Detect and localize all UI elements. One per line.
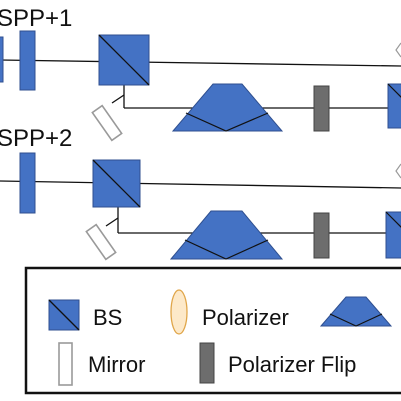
legend: BS Polarizer Mirror Polarizer Flip bbox=[24, 266, 401, 395]
cut-off-mirror bbox=[395, 42, 401, 58]
cut-off-beam-splitter bbox=[385, 211, 401, 259]
legend-bs-icon bbox=[48, 299, 80, 331]
polarizer-flip-icon bbox=[313, 212, 330, 259]
spp-plate bbox=[19, 152, 36, 214]
cut-off-mirror bbox=[395, 163, 401, 179]
beam-line bbox=[111, 94, 125, 104]
row-label-spp2: SPP+2 bbox=[0, 125, 72, 152]
beam-splitter-icon bbox=[92, 159, 141, 208]
legend-label-polarizer-flip: Polarizer Flip bbox=[228, 352, 356, 377]
legend-prism-icon bbox=[319, 296, 393, 327]
beam-line bbox=[0, 180, 401, 189]
cut-off-beam-splitter bbox=[387, 83, 401, 129]
mirror-icon bbox=[85, 223, 117, 261]
beam-line bbox=[105, 217, 119, 227]
legend-label-bs: BS bbox=[93, 305, 122, 330]
spp-plate bbox=[19, 30, 36, 91]
mirror-icon bbox=[91, 104, 123, 142]
legend-label-polarizer: Polarizer bbox=[202, 305, 289, 330]
prism-icon bbox=[171, 83, 284, 132]
prism-icon bbox=[169, 210, 284, 260]
legend-mirror-icon bbox=[58, 342, 73, 386]
row-label-spp1: SPP+1 bbox=[0, 5, 72, 32]
polarizer-flip-icon bbox=[313, 85, 330, 132]
legend-polarizer-icon bbox=[170, 289, 188, 335]
legend-label-mirror: Mirror bbox=[88, 352, 145, 377]
beam-splitter-icon bbox=[98, 34, 150, 86]
beam-line bbox=[0, 59, 401, 67]
cut-off-component bbox=[0, 36, 4, 83]
legend-polarizer-flip-icon bbox=[199, 342, 215, 384]
